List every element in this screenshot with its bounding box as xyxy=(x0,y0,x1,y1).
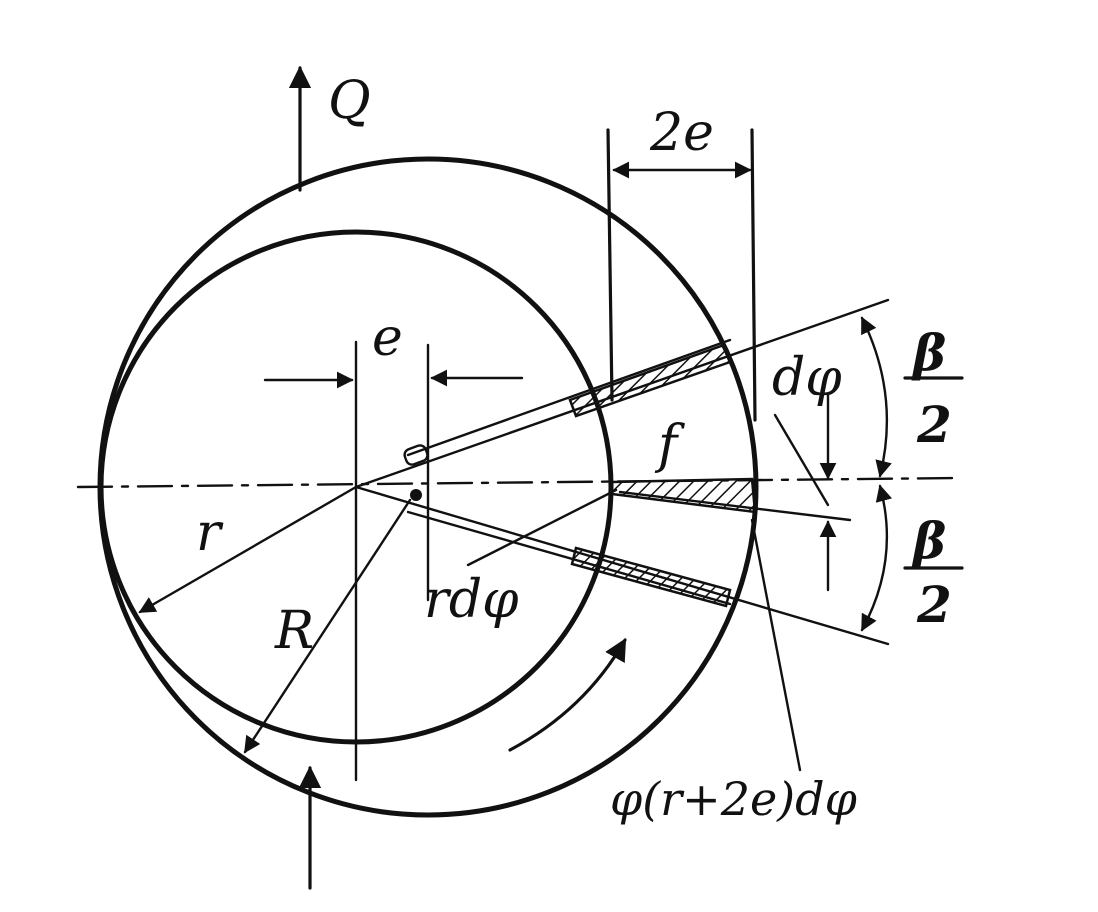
two-e-left-line xyxy=(606,128,614,402)
phi-expr-leader xyxy=(750,518,802,772)
label-e: e xyxy=(372,308,403,368)
beta-half-arc-bottom xyxy=(860,484,893,632)
dphi-leader xyxy=(773,413,830,507)
r-dphi-leader xyxy=(466,488,618,567)
radius-R-arrow xyxy=(243,498,412,754)
center-pivot xyxy=(410,489,422,501)
radius-r-arrow xyxy=(138,485,358,614)
upper-ray-inner xyxy=(406,338,732,457)
label-f: f xyxy=(654,415,685,475)
beta-half-arc-top xyxy=(860,316,892,478)
label-beta-top: β xyxy=(911,323,946,382)
label-2-bottom: 2 xyxy=(916,575,952,634)
gap-hatched-area-f xyxy=(610,477,757,514)
label-r-dphi: rdφ xyxy=(424,570,519,630)
label-r: r xyxy=(196,503,224,563)
rotation-arrow xyxy=(508,638,627,752)
label-2e: 2e xyxy=(649,103,714,163)
label-dphi: dφ xyxy=(772,348,842,408)
lower-hatched-strip xyxy=(570,546,732,608)
two-e-right-line xyxy=(750,128,757,422)
center-slot xyxy=(403,444,429,466)
label-2-top: 2 xyxy=(916,395,952,454)
label-beta-bottom: β xyxy=(911,511,946,570)
upper-hatched-strip xyxy=(568,343,732,418)
label-R: R xyxy=(274,601,314,661)
label-Q: Q xyxy=(328,71,371,131)
horizontal-center-line xyxy=(76,476,962,489)
label-phi-expr: φ(r+2e)dφ xyxy=(610,772,858,826)
